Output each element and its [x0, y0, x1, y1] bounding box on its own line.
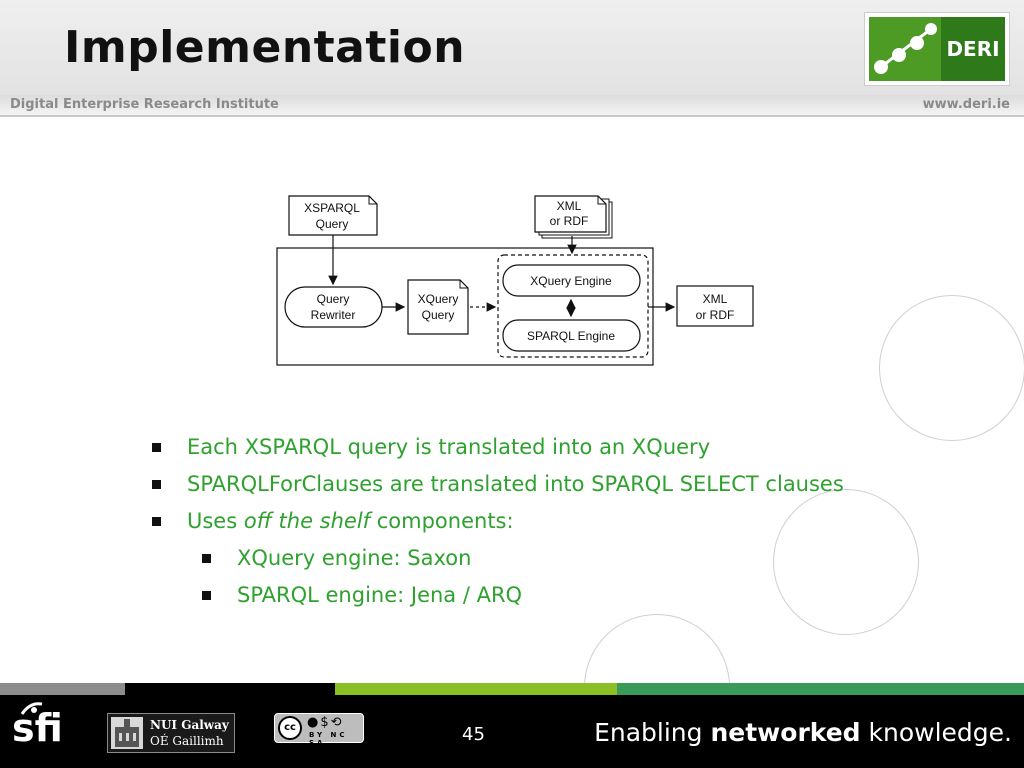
- logo-chain-icon: [874, 23, 937, 74]
- engines-container: [497, 254, 649, 358]
- header: Implementation DERI: [0, 0, 1024, 95]
- page-title: Implementation: [64, 22, 466, 73]
- bullet-item: SPARQLForClauses are translated into SPA…: [150, 469, 870, 500]
- xml-rdf-input-label-2: or RDF: [550, 214, 589, 228]
- sfi-logo: sfi: [12, 702, 63, 750]
- decorative-circle: [773, 489, 919, 635]
- footer-stripe-green: [617, 683, 1024, 695]
- sfi-swoosh-icon: [20, 702, 43, 715]
- footer-stripe-black: [125, 683, 335, 695]
- logo-green-panel: DERI: [869, 17, 1005, 81]
- tagline: Enabling networked knowledge.: [594, 718, 1012, 747]
- bullet-square-icon: [202, 591, 211, 600]
- cc-license-icons: ●$⟲: [307, 715, 344, 730]
- xml-rdf-input-label-1: XML: [557, 199, 582, 213]
- bullet-item: Uses off the shelf components:: [150, 506, 870, 537]
- institute-name: Digital Enterprise Research Institute: [10, 97, 279, 112]
- sparql-engine-label: SPARQL Engine: [527, 329, 615, 343]
- creative-commons-badge: cc ●$⟲ BY NC SA: [274, 713, 364, 747]
- nui-name: NUI Galway: [150, 718, 229, 732]
- xsparql-query-label-1: XSPARQL: [304, 201, 360, 215]
- xml-rdf-input-doc: [534, 195, 607, 233]
- xquery-engine-label: XQuery Engine: [530, 274, 612, 288]
- query-rewriter-label-2: Rewriter: [311, 308, 356, 322]
- xml-rdf-output-node: [676, 285, 754, 327]
- xquery-engine-node: [502, 264, 641, 297]
- cc-license-labels: BY NC SA: [309, 731, 348, 747]
- sub-bullet-item: SPARQL engine: Jena / ARQ: [200, 580, 870, 611]
- xsparql-query-doc: [288, 195, 378, 236]
- sparql-engine-node: [502, 319, 641, 352]
- website-url: www.deri.ie: [922, 97, 1010, 112]
- xquery-query-label-1: XQuery: [418, 292, 459, 306]
- nui-building-icon: [111, 717, 143, 749]
- nui-name-irish: OÉ Gaillimh: [150, 734, 224, 748]
- subheader-bar: Digital Enterprise Research Institute ww…: [0, 95, 1024, 117]
- deri-logo: DERI: [864, 12, 1010, 86]
- xml-rdf-output-label-2: or RDF: [696, 308, 735, 322]
- sub-bullet-item: XQuery engine: Saxon: [200, 543, 870, 574]
- query-rewriter-label-1: Query: [317, 292, 350, 306]
- bullet-square-icon: [152, 517, 161, 526]
- xquery-query-label-2: Query: [422, 308, 455, 322]
- page-number: 45: [462, 724, 485, 745]
- xml-rdf-output-label-1: XML: [703, 292, 728, 306]
- bullet-square-icon: [152, 480, 161, 489]
- bullet-square-icon: [202, 554, 211, 563]
- xsparql-query-label-2: Query: [316, 217, 349, 231]
- logo-dark-panel: [941, 17, 1005, 81]
- nui-galway-logo: NUI Galway OÉ Gaillimh: [107, 713, 235, 753]
- footer-stripe-grey: [0, 683, 125, 695]
- bullet-square-icon: [152, 443, 161, 452]
- bullet-item: Each XSPARQL query is translated into an…: [150, 432, 870, 463]
- logo-text: DERI: [946, 37, 1000, 61]
- bullet-list: Each XSPARQL query is translated into an…: [150, 432, 870, 617]
- emphasis-text: off the shelf: [243, 509, 371, 533]
- decorative-circle: [879, 295, 1024, 441]
- architecture-diagram: XSPARQL Query XML or RDF Query Rewriter …: [276, 195, 754, 366]
- cc-icon: cc: [278, 716, 302, 740]
- xquery-query-doc: [407, 279, 469, 335]
- footer-stripe-lime: [335, 683, 617, 695]
